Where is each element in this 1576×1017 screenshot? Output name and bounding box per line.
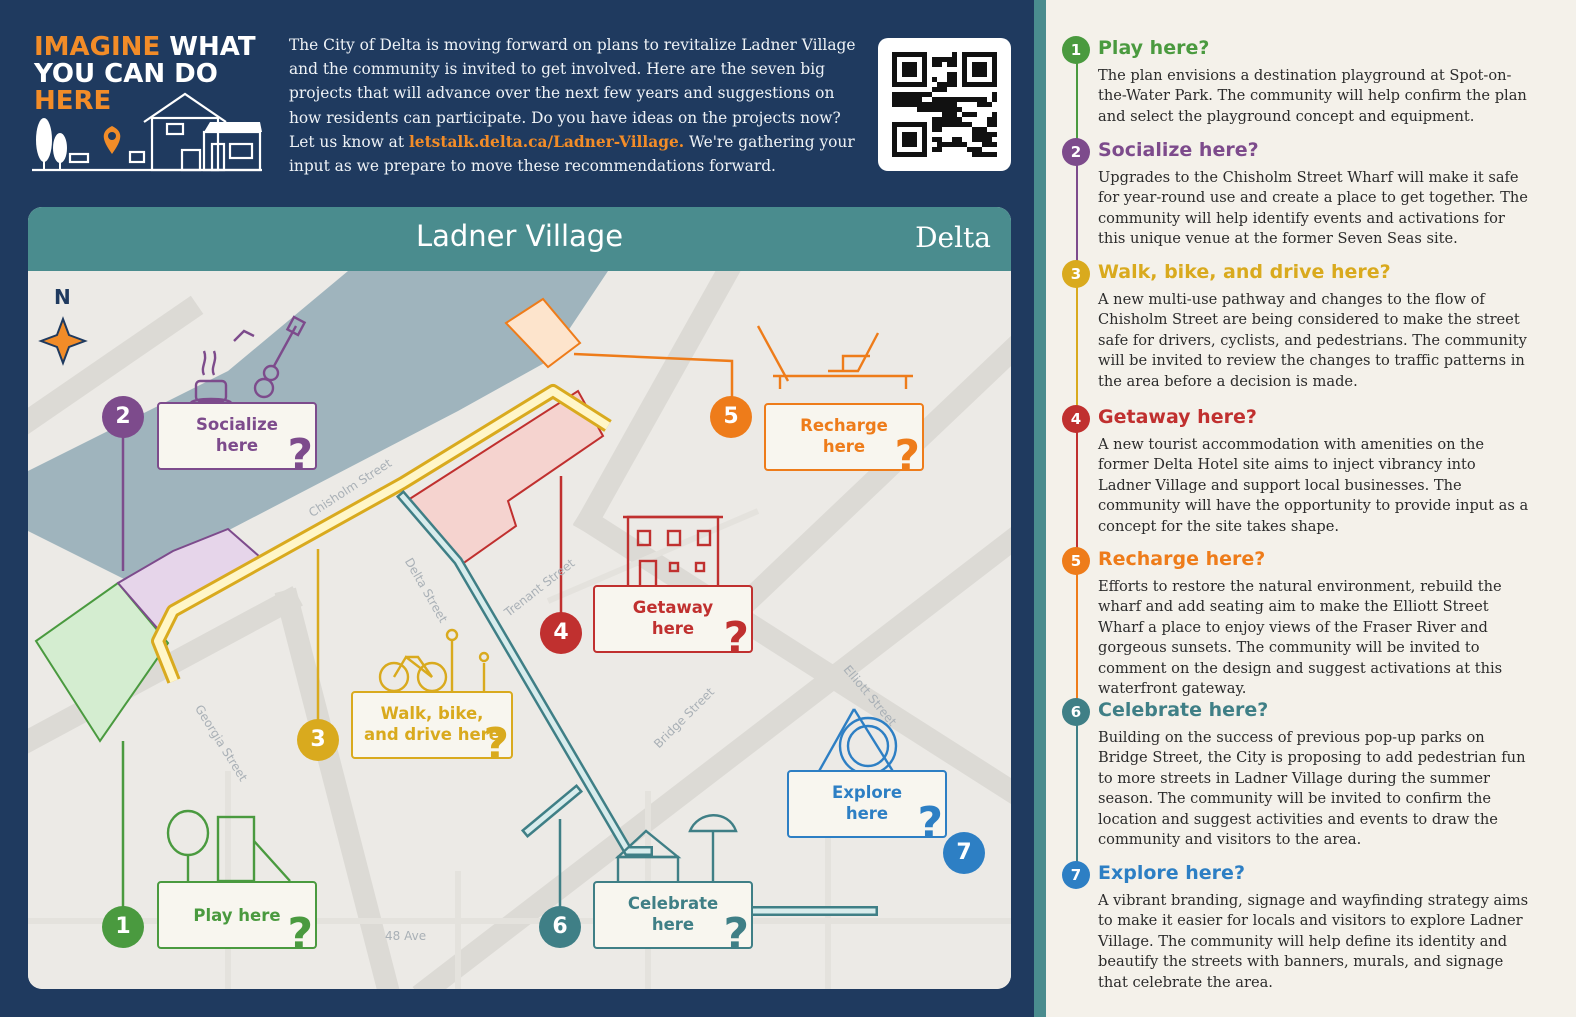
project-badge-7: 7 xyxy=(1062,861,1090,889)
project-line-4 xyxy=(1076,432,1078,562)
project-desc-5: Efforts to restore the natural environme… xyxy=(1098,578,1503,698)
pin-5[interactable]: 5 xyxy=(710,396,752,438)
callout-walk-bike-drive[interactable]: Walk, bike, and drive here ? xyxy=(351,691,513,767)
project-line-2 xyxy=(1076,164,1078,274)
question-mark-icon: ? xyxy=(917,798,943,849)
project-badge-3: 3 xyxy=(1062,260,1090,288)
chair-illustration xyxy=(756,325,913,389)
project-title-4: Getaway here? xyxy=(1098,406,1257,428)
qr-code-pattern xyxy=(892,52,997,157)
pin-7[interactable]: 7 xyxy=(943,832,985,874)
question-mark-icon: ? xyxy=(287,909,313,960)
village-illustration xyxy=(32,92,262,172)
callout-getaway[interactable]: Getaway here ? xyxy=(593,585,753,661)
headline-imagine: IMAGINE xyxy=(34,32,161,62)
map-canvas xyxy=(28,271,1011,989)
intro-after: We're gathering your input as we prepare… xyxy=(289,132,855,176)
pin-6[interactable]: 6 xyxy=(539,906,581,948)
parcel-socialize xyxy=(116,527,262,631)
project-desc-1: The plan envisions a destination playgro… xyxy=(1098,67,1527,125)
callout-celebrate[interactable]: Celebrate here ? xyxy=(593,881,753,957)
callout-explore[interactable]: Explore here ? xyxy=(787,770,947,846)
pin-2[interactable]: 2 xyxy=(102,396,144,438)
qr-code[interactable] xyxy=(878,38,1011,171)
river-water xyxy=(28,271,608,581)
project-badge-2: 2 xyxy=(1062,138,1090,166)
pin-1[interactable]: 1 xyxy=(102,906,144,948)
minor-streets xyxy=(28,271,1011,989)
panel-divider xyxy=(1034,0,1046,1017)
project-badge-5: 5 xyxy=(1062,547,1090,575)
project-desc-3: A new multi-use pathway and changes to t… xyxy=(1098,291,1527,390)
callout-play[interactable]: Play here ? xyxy=(157,881,317,957)
north-star xyxy=(38,316,88,366)
project-title-5: Recharge here? xyxy=(1098,548,1266,570)
headline-line3: HERE xyxy=(34,86,112,116)
delta-logo: Delta xyxy=(915,221,991,254)
project-title-7: Explore here? xyxy=(1098,862,1245,884)
project-item-6: 6 Celebrate here? Building on the succes… xyxy=(1062,698,1532,858)
project-item-3: 3 Walk, bike, and drive here? A new mult… xyxy=(1062,260,1532,400)
project-item-4: 4 Getaway here? A new tourist accommodat… xyxy=(1062,405,1532,545)
project-desc-4: A new tourist accommodation with ameniti… xyxy=(1098,436,1529,535)
intro-before: The City of Delta is moving forward on p… xyxy=(289,36,856,151)
project-line-3 xyxy=(1076,286,1078,420)
question-mark-icon: ? xyxy=(723,613,749,664)
callout-socialize[interactable]: Socialize here ? xyxy=(157,402,317,478)
map-card: Ladner Village Delta xyxy=(28,207,1011,989)
map-header: Ladner Village Delta xyxy=(28,207,1011,271)
project-desc-7: A vibrant branding, signage and wayfindi… xyxy=(1098,892,1529,991)
project-badge-1: 1 xyxy=(1062,36,1090,64)
headline: IMAGINE WHAT YOU CAN DO HERE xyxy=(34,34,274,115)
question-mark-icon: ? xyxy=(287,430,313,481)
intro-text: The City of Delta is moving forward on p… xyxy=(289,33,859,178)
parcel-recharge xyxy=(504,297,582,369)
parcel-play xyxy=(34,581,170,743)
north-label: N xyxy=(54,285,71,309)
question-mark-icon: ? xyxy=(483,719,509,770)
project-item-5: 5 Recharge here? Efforts to restore the … xyxy=(1062,547,1532,697)
pin-3[interactable]: 3 xyxy=(297,719,339,761)
project-item-7: 7 Explore here? A vibrant branding, sign… xyxy=(1062,861,1532,1001)
callout-recharge[interactable]: Recharge here ? xyxy=(764,403,924,479)
project-item-2: 2 Socialize here? Upgrades to the Chisho… xyxy=(1062,138,1532,258)
project-desc-2: Upgrades to the Chisholm Street Wharf wi… xyxy=(1098,169,1528,248)
project-title-6: Celebrate here? xyxy=(1098,699,1269,721)
map-title: Ladner Village xyxy=(415,219,624,253)
project-desc-6: Building on the success of previous pop-… xyxy=(1098,729,1526,849)
project-title-3: Walk, bike, and drive here? xyxy=(1098,261,1391,283)
engagement-link[interactable]: letstalk.delta.ca/Ladner-Village. xyxy=(408,132,685,151)
headline-what: WHAT xyxy=(160,32,256,62)
street-48-ave: 48 Ave xyxy=(385,929,427,943)
project-line-1 xyxy=(1076,62,1078,152)
headline-line2: YOU CAN DO xyxy=(34,59,218,89)
question-mark-icon: ? xyxy=(894,431,920,482)
project-line-5 xyxy=(1076,574,1078,712)
project-badge-4: 4 xyxy=(1062,405,1090,433)
project-badge-6: 6 xyxy=(1062,698,1090,726)
project-line-6 xyxy=(1076,724,1078,874)
pin-4[interactable]: 4 xyxy=(540,612,582,654)
project-title-2: Socialize here? xyxy=(1098,139,1259,161)
question-mark-icon: ? xyxy=(723,909,749,960)
project-title-1: Play here? xyxy=(1098,37,1210,59)
project-item-1: 1 Play here? The plan envisions a destin… xyxy=(1062,36,1532,136)
right-panel xyxy=(1046,0,1576,1017)
